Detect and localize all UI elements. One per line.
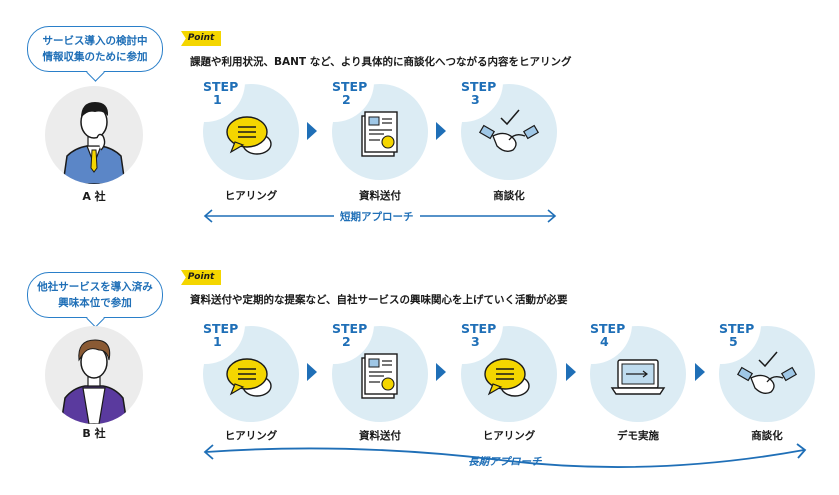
step-number: 1 xyxy=(213,334,222,349)
step-number: 2 xyxy=(342,92,351,107)
laptop-icon xyxy=(610,359,666,395)
avatar-b xyxy=(45,326,143,424)
arrow-right-icon xyxy=(566,363,576,381)
step-label: 資料送付 xyxy=(359,430,401,442)
step-label: デモ実施 xyxy=(617,430,659,442)
company-label-b: B 社 xyxy=(82,427,106,440)
step-card: STEP 2 xyxy=(330,80,428,180)
step-word: STEP xyxy=(332,321,368,336)
step-card: STEP 5 xyxy=(717,322,815,422)
bubble-line: 情報収集のために参加 xyxy=(42,51,148,63)
step-word: STEP xyxy=(203,321,239,336)
person-icon xyxy=(60,339,128,424)
document-icon xyxy=(361,353,398,399)
chat-icon xyxy=(226,358,272,397)
arrow-right-icon xyxy=(695,363,705,381)
bubble-line: サービス導入の検討中 xyxy=(42,35,148,47)
step-label: ヒアリング xyxy=(482,430,536,442)
step-label: 商談化 xyxy=(751,430,783,442)
step-word: STEP xyxy=(203,79,239,94)
handshake-icon xyxy=(736,351,798,394)
long-approach-arrow xyxy=(203,443,807,468)
chat-icon xyxy=(484,358,530,397)
avatar-a xyxy=(45,86,143,184)
step-card: STEP 3 xyxy=(459,80,557,180)
speech-bubble-b: 他社サービスを導入済み 興味本位で参加 xyxy=(27,272,163,328)
step-card: STEP 4 xyxy=(588,322,686,422)
handshake-icon xyxy=(478,109,540,152)
step-number: 3 xyxy=(471,334,480,349)
step-word: STEP xyxy=(719,321,755,336)
company-label-a: A 社 xyxy=(82,190,106,203)
step-number: 3 xyxy=(471,92,480,107)
step-number: 2 xyxy=(342,334,351,349)
step-number: 5 xyxy=(729,334,738,349)
step-word: STEP xyxy=(461,321,497,336)
businessman-icon xyxy=(62,102,126,184)
step-card: STEP 1 xyxy=(201,322,299,422)
point-tag: Point xyxy=(181,270,221,285)
short-approach-label: 短期アプローチ xyxy=(334,209,420,224)
step-label: 資料送付 xyxy=(359,190,401,202)
step-word: STEP xyxy=(461,79,497,94)
step-label: ヒアリング xyxy=(224,190,278,202)
long-approach-label: 長期アプローチ xyxy=(468,456,542,468)
step-number: 1 xyxy=(213,92,222,107)
speech-bubble-a: サービス導入の検討中 情報収集のために参加 xyxy=(27,26,163,82)
bubble-line: 他社サービスを導入済み xyxy=(37,281,153,293)
step-word: STEP xyxy=(590,321,626,336)
arrow-right-icon xyxy=(436,363,446,381)
step-card: STEP 2 xyxy=(330,322,428,422)
arrow-right-icon xyxy=(436,122,446,140)
step-card: STEP 1 xyxy=(201,80,299,180)
arrow-right-icon xyxy=(307,122,317,140)
point-text: 資料送付や定期的な提案など、自社サービスの興味関心を上げていく活動が必要 xyxy=(190,294,568,306)
step-label: ヒアリング xyxy=(224,430,278,442)
point-tag: Point xyxy=(181,31,221,46)
point-text: 課題や利用状況、BANT など、より具体的に商談化へつながる内容をヒアリング xyxy=(190,56,572,68)
step-number: 4 xyxy=(600,334,609,349)
bubble-line: 興味本位で参加 xyxy=(58,297,132,309)
chat-icon xyxy=(226,116,272,155)
step-word: STEP xyxy=(332,79,368,94)
step-label: 商談化 xyxy=(493,190,525,202)
step-card: STEP 3 xyxy=(459,322,557,422)
arrow-right-icon xyxy=(307,363,317,381)
document-icon xyxy=(361,111,398,157)
